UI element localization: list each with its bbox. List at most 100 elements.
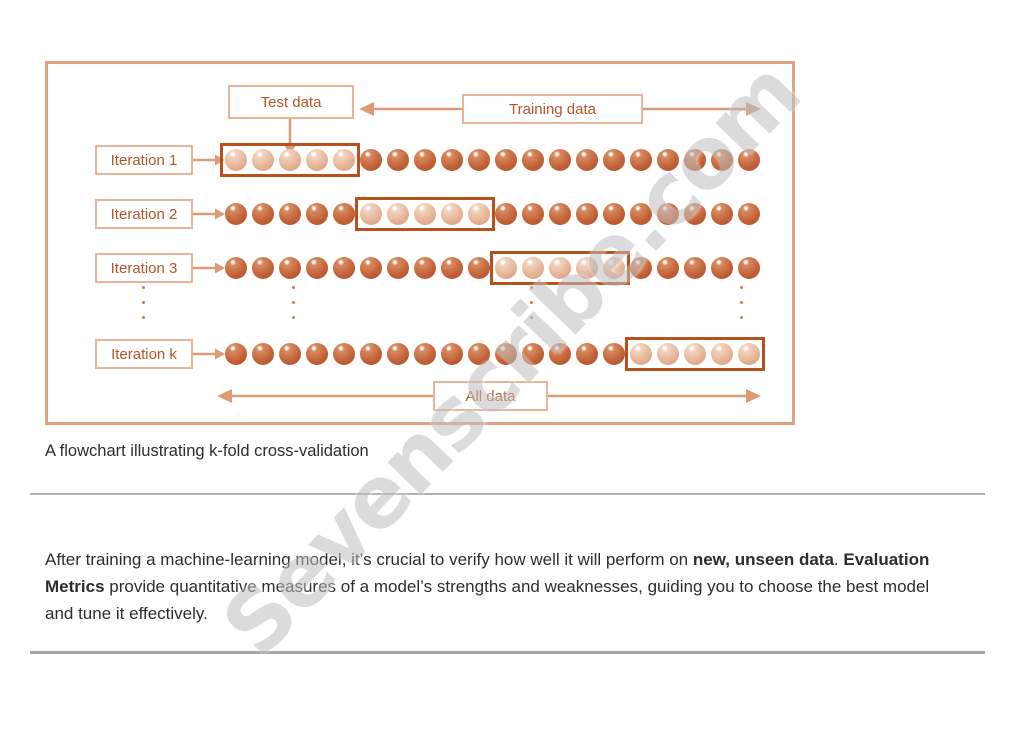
training-data-point — [576, 203, 598, 225]
training-data-point — [576, 149, 598, 171]
ellipsis-dots — [739, 286, 743, 319]
ellipsis-dots — [291, 286, 295, 319]
row-arrow-right-icon — [193, 348, 225, 360]
test-data-point — [225, 149, 247, 171]
training-data-point — [657, 149, 679, 171]
training-data-point — [333, 257, 355, 279]
test-data-point — [495, 257, 517, 279]
paragraph-text: After training a machine-learning model,… — [45, 550, 693, 569]
test-fold-box — [625, 337, 765, 371]
training-data-point — [738, 203, 760, 225]
iteration-row: Iteration 3 — [95, 251, 760, 285]
ellipsis-dots — [141, 286, 145, 319]
iteration-row: Iteration 1 — [95, 143, 760, 177]
training-data-point — [306, 257, 328, 279]
training-data-point — [495, 149, 517, 171]
training-data-point — [306, 203, 328, 225]
training-data-label: Training data — [509, 100, 596, 118]
body-paragraph: After training a machine-learning model,… — [45, 546, 945, 627]
data-points-row — [225, 197, 760, 231]
training-data-point — [657, 257, 679, 279]
test-data-point — [522, 257, 544, 279]
training-data-point — [630, 203, 652, 225]
all-data-label: All data — [465, 387, 516, 405]
test-data-point — [549, 257, 571, 279]
training-data-point — [711, 203, 733, 225]
test-fold-box — [490, 251, 630, 285]
training-data-point — [333, 343, 355, 365]
test-data-point — [387, 203, 409, 225]
training-data-point — [387, 149, 409, 171]
training-data-point — [414, 149, 436, 171]
all-data-left-arrow-icon — [217, 389, 433, 403]
training-data-point — [630, 257, 652, 279]
data-points-row — [220, 143, 760, 177]
data-points-row — [225, 337, 765, 371]
training-data-point — [360, 343, 382, 365]
training-data-point — [711, 257, 733, 279]
training-data-point — [711, 149, 733, 171]
training-data-point — [522, 203, 544, 225]
training-data-point — [657, 203, 679, 225]
iteration-label-box: Iteration 3 — [95, 253, 193, 283]
test-data-point — [711, 343, 733, 365]
training-data-point — [738, 149, 760, 171]
training-data-point — [225, 203, 247, 225]
training-data-point — [360, 257, 382, 279]
training-data-point — [468, 343, 490, 365]
test-data-point — [657, 343, 679, 365]
training-data-point — [414, 257, 436, 279]
test-data-point — [738, 343, 760, 365]
test-data-point — [603, 257, 625, 279]
test-data-point — [279, 149, 301, 171]
test-fold-box — [355, 197, 495, 231]
training-data-point — [225, 257, 247, 279]
test-data-point — [252, 149, 274, 171]
right-arrow-icon — [643, 102, 761, 116]
figure-caption: A flowchart illustrating k-fold cross-va… — [45, 442, 369, 460]
training-data-point — [333, 203, 355, 225]
test-data-point — [630, 343, 652, 365]
training-data-point — [306, 343, 328, 365]
test-data-point — [306, 149, 328, 171]
iteration-label-box: Iteration 2 — [95, 199, 193, 229]
training-data-point — [441, 343, 463, 365]
test-data-point — [441, 203, 463, 225]
training-data-point — [225, 343, 247, 365]
training-data-point — [495, 343, 517, 365]
row-arrow-right-icon — [193, 208, 225, 220]
training-data-point — [603, 203, 625, 225]
all-data-right-arrow-icon — [548, 389, 761, 403]
divider-line — [30, 651, 985, 654]
training-data-point — [414, 343, 436, 365]
training-data-point — [468, 149, 490, 171]
training-data-point — [684, 203, 706, 225]
paragraph-bold-new-unseen-data: new, unseen data — [692, 550, 834, 569]
iteration-row: Iteration k — [95, 337, 765, 371]
training-data-point — [684, 257, 706, 279]
test-data-point — [360, 203, 382, 225]
test-data-point — [684, 343, 706, 365]
iteration-label-box: Iteration k — [95, 339, 193, 369]
training-data-point — [279, 203, 301, 225]
training-data-point — [522, 343, 544, 365]
iteration-row: Iteration 2 — [95, 197, 760, 231]
training-data-point — [468, 257, 490, 279]
ellipsis-dots — [529, 286, 533, 319]
test-data-point — [333, 149, 355, 171]
training-data-point — [252, 203, 274, 225]
training-data-point — [576, 343, 598, 365]
training-data-point — [549, 343, 571, 365]
training-data-point — [522, 149, 544, 171]
training-data-point — [441, 257, 463, 279]
diagram-arrows — [217, 102, 761, 403]
training-data-point — [495, 203, 517, 225]
iteration-label-box: Iteration 1 — [95, 145, 193, 175]
paragraph-text: provide quantitative measures of a model… — [45, 577, 930, 623]
training-data-point — [387, 343, 409, 365]
test-data-point — [576, 257, 598, 279]
paragraph-bold-evaluation-metrics: Evaluation Metrics — [45, 550, 930, 596]
data-points-row — [225, 251, 760, 285]
training-data-point — [603, 343, 625, 365]
